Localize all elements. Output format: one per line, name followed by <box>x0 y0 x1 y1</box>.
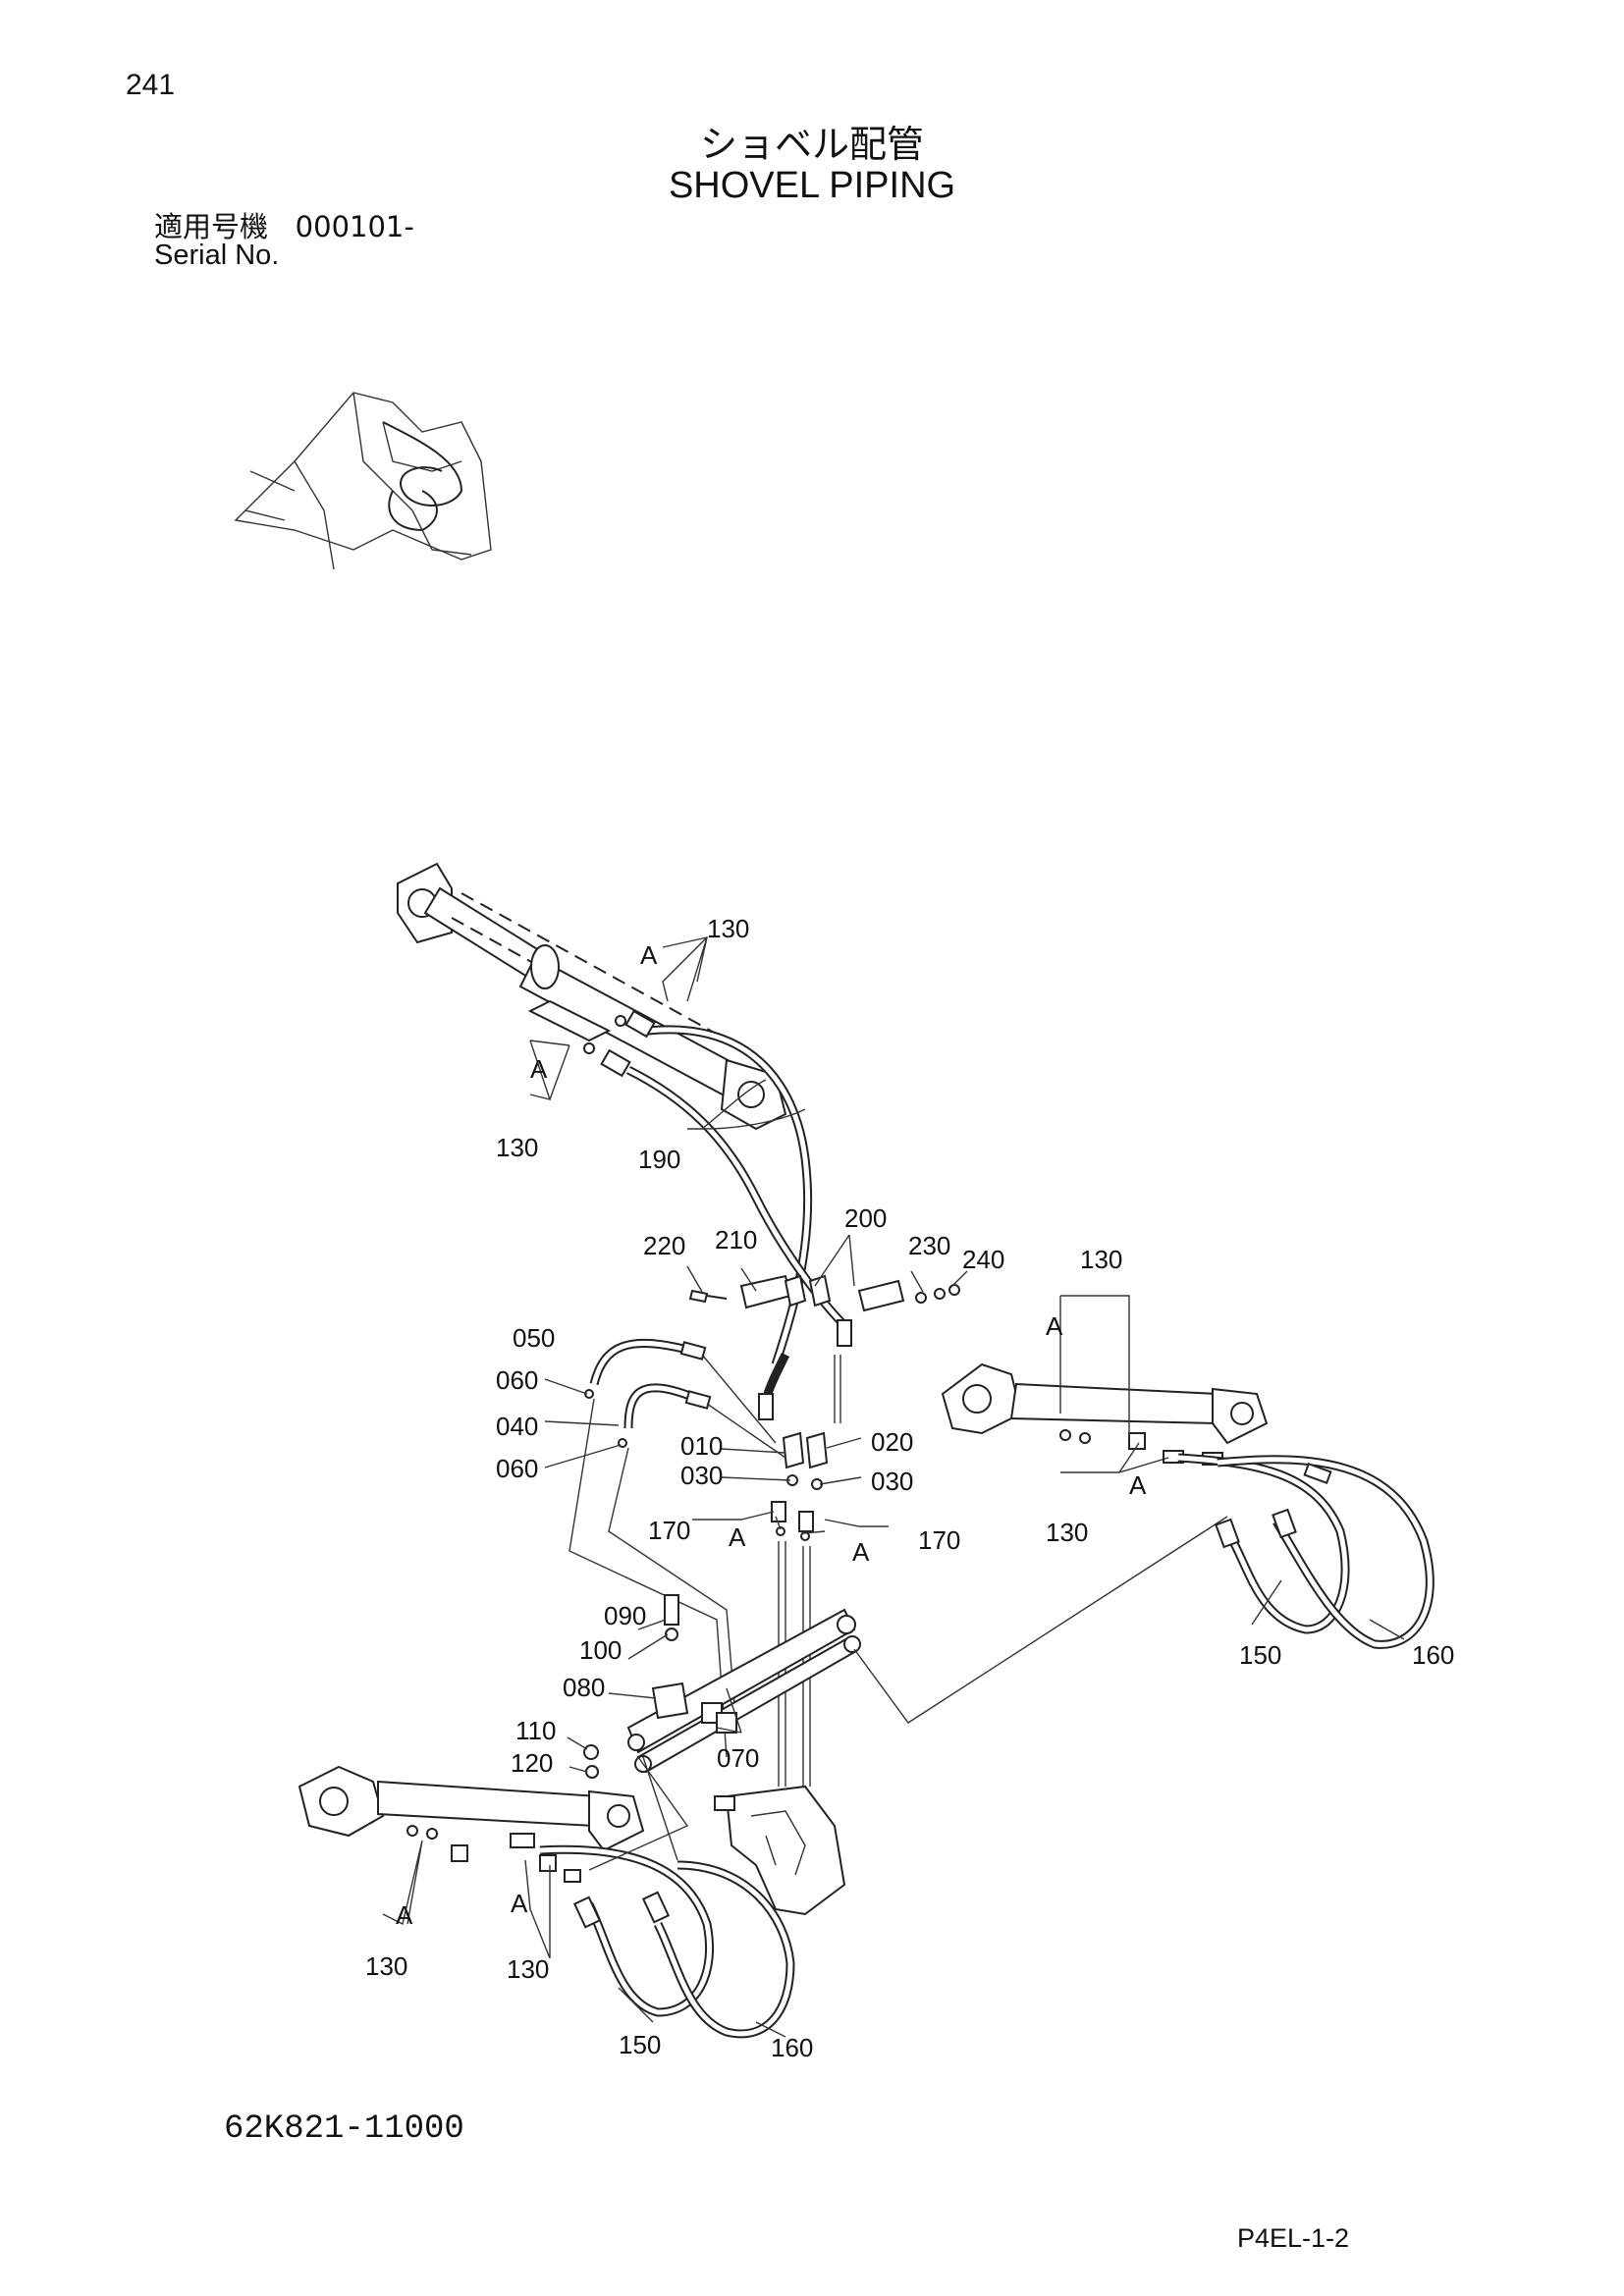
central-fittings <box>771 1355 841 1787</box>
callout-130: 130 <box>365 1951 407 1981</box>
clamp-assembly <box>688 1274 960 1312</box>
manifold-pipes <box>583 1516 1228 1779</box>
callout-020: 020 <box>871 1427 913 1457</box>
callout-110: 110 <box>515 1716 556 1745</box>
callout-090: 090 <box>604 1601 646 1630</box>
callout-010: 010 <box>680 1431 723 1461</box>
overview-thumbnail <box>234 392 492 570</box>
callout-170: 170 <box>648 1516 690 1545</box>
right-cylinder <box>941 1362 1435 1649</box>
callout-160: 160 <box>1412 1640 1454 1670</box>
callout-a: A <box>852 1537 870 1567</box>
callout-a: A <box>1046 1311 1063 1341</box>
lower-left-cylinder <box>298 1756 795 2039</box>
callout-100: 100 <box>579 1635 622 1665</box>
callout-a: A <box>1129 1470 1147 1500</box>
callout-150: 150 <box>1239 1640 1281 1670</box>
control-valve <box>714 1785 846 1916</box>
callout-130: 130 <box>507 1954 549 1984</box>
serial-label-japanese: 適用号機 <box>154 210 269 243</box>
callout-a: A <box>729 1522 746 1552</box>
serial-value: 000101- <box>295 210 414 243</box>
callout-200: 200 <box>844 1203 887 1233</box>
callout-labels: 130 A A 130 190 200 220 210 230 240 130 … <box>365 914 1454 2062</box>
callout-a: A <box>396 1900 413 1930</box>
drawing-number: 62K821-11000 <box>224 2110 464 2148</box>
page-title: SHOVEL PIPING <box>668 165 956 206</box>
callout-130: 130 <box>496 1133 538 1162</box>
callout-170: 170 <box>918 1525 960 1555</box>
callout-130: 130 <box>707 914 749 943</box>
callout-040: 040 <box>496 1412 538 1441</box>
page-number: 241 <box>126 69 176 101</box>
callout-050: 050 <box>513 1323 555 1353</box>
callout-240: 240 <box>962 1245 1004 1274</box>
sheet-code: P4EL-1-2 <box>1237 2223 1350 2253</box>
callout-130: 130 <box>1080 1245 1122 1274</box>
callout-220: 220 <box>643 1231 685 1260</box>
callout-080: 080 <box>563 1673 605 1702</box>
callout-060: 060 <box>496 1454 538 1483</box>
page-title-japanese: ショベル配管 <box>699 123 924 166</box>
callout-190: 190 <box>638 1145 680 1174</box>
serial-label: Serial No. <box>154 240 280 271</box>
callout-a: A <box>640 940 658 970</box>
callout-a: A <box>530 1054 548 1084</box>
callout-210: 210 <box>715 1225 757 1255</box>
callout-130: 130 <box>1046 1518 1088 1547</box>
callout-120: 120 <box>511 1748 553 1778</box>
upper-cylinder <box>397 862 787 1131</box>
callout-150: 150 <box>619 2030 661 2059</box>
callout-030: 030 <box>680 1461 723 1490</box>
leader-lines <box>382 936 1405 2038</box>
callout-060: 060 <box>496 1365 538 1395</box>
callout-070: 070 <box>717 1743 759 1773</box>
callout-160: 160 <box>771 2033 813 2062</box>
callout-030: 030 <box>871 1467 913 1496</box>
callout-230: 230 <box>908 1231 950 1260</box>
serial-applicability: 適用号機 000101- <box>154 204 414 245</box>
callout-a: A <box>511 1889 528 1918</box>
